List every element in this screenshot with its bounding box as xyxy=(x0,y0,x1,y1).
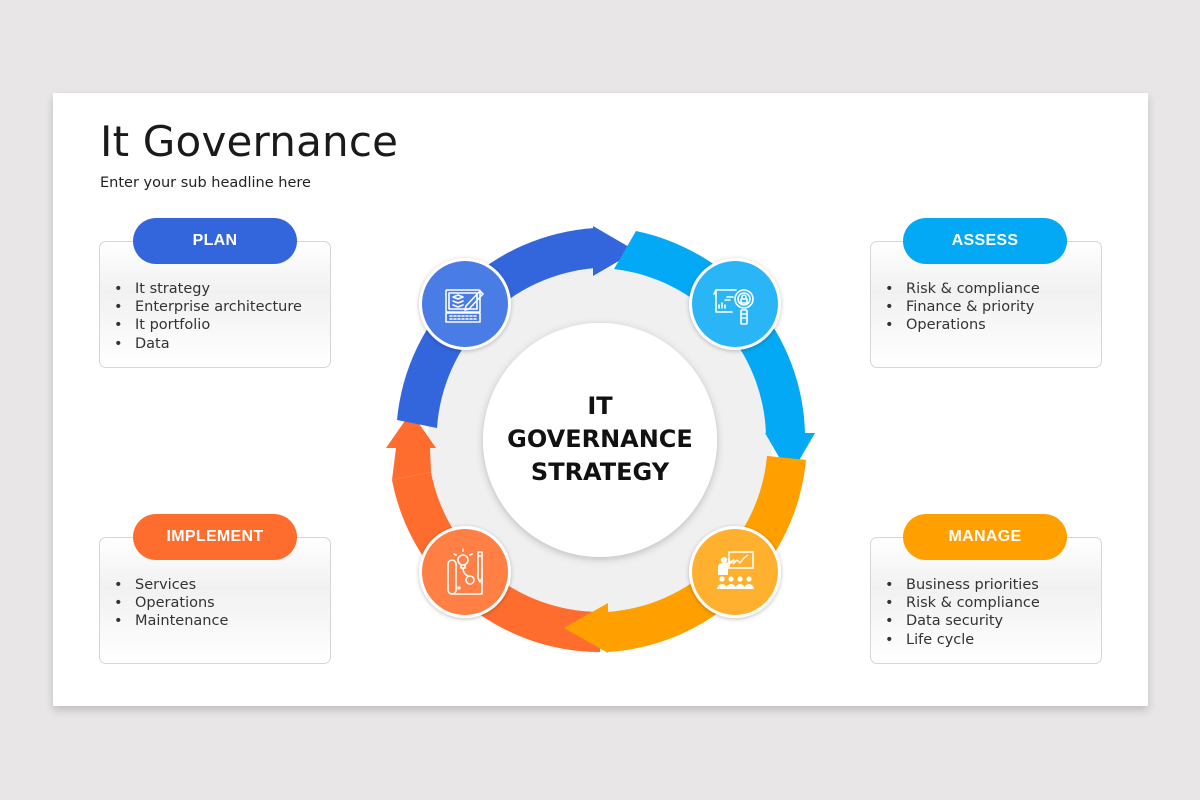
list-item: Risk & compliance xyxy=(885,280,1040,298)
center-title: IT GOVERNANCE STRATEGY xyxy=(483,390,717,489)
manage-pill: MANAGE xyxy=(903,514,1067,560)
list-item: It portfolio xyxy=(114,316,302,334)
list-item: Operations xyxy=(114,594,228,612)
list-item: Maintenance xyxy=(114,612,228,630)
list-item: Operations xyxy=(885,316,1040,334)
implement-card: Services Operations Maintenance xyxy=(99,537,331,664)
manage-card: Business priorities Risk & compliance Da… xyxy=(870,537,1102,664)
center-line-2: GOVERNANCE xyxy=(507,425,693,453)
list-item: Finance & priority xyxy=(885,298,1040,316)
assess-list: Risk & compliance Finance & priority Ope… xyxy=(885,280,1040,335)
plan-pill: PLAN xyxy=(133,218,297,264)
list-item: Enterprise architecture xyxy=(114,298,302,316)
list-item: Life cycle xyxy=(885,631,1040,649)
implement-pill: IMPLEMENT xyxy=(133,514,297,560)
list-item: Data security xyxy=(885,612,1040,630)
plan-list: It strategy Enterprise architecture It p… xyxy=(114,280,302,353)
slide-subtitle: Enter your sub headline here xyxy=(100,175,311,191)
center-line-3: STRATEGY xyxy=(530,458,670,486)
list-item: Business priorities xyxy=(885,576,1040,594)
list-item: Risk & compliance xyxy=(885,594,1040,612)
slide-title: It Governance xyxy=(100,117,399,166)
list-item: It strategy xyxy=(114,280,302,298)
manage-list: Business priorities Risk & compliance Da… xyxy=(885,576,1040,649)
center-line-1: IT xyxy=(587,392,613,420)
assess-pill: ASSESS xyxy=(903,218,1067,264)
list-item: Services xyxy=(114,576,228,594)
list-item: Data xyxy=(114,335,302,353)
implement-list: Services Operations Maintenance xyxy=(114,576,228,631)
